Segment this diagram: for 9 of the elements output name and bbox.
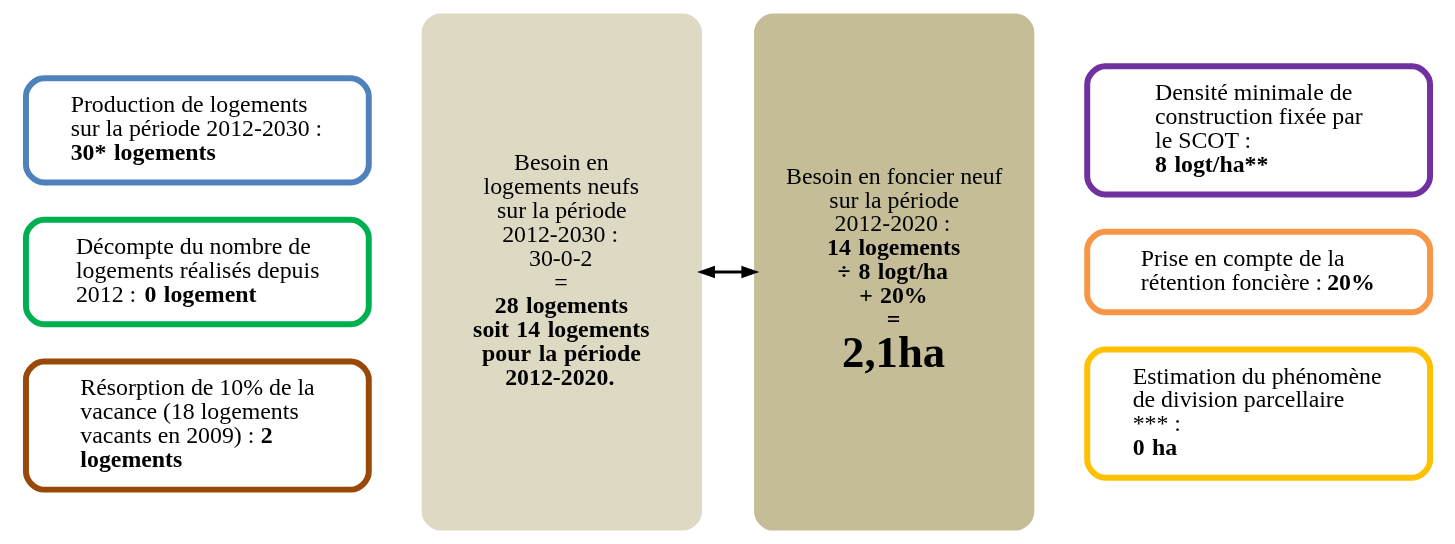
node-box: Besoin en foncier neuf sur la période 2012-2020 : 14 logements ÷ 8 logt/ha + 20% = 2,1ha [753, 13, 1034, 531]
node-box: Estimation du phénomène de division parcellaire *** : 0 ha [1083, 346, 1433, 481]
node-box: Prise en compte de la rétention foncière : 20% [1083, 228, 1433, 316]
node-box: Densité minimale de construction fixée par le SCOT : 8 logt/ha** [1083, 63, 1433, 198]
node-box: Production de logements sur la période 2012-2030 : 30* logements [22, 75, 372, 186]
node-box: Besoin en logements neufs sur la période 2012-2030 : 30-0-2 = 28 logements soit 14 logements pour la période 2012-2020. [421, 13, 702, 531]
arrow [696, 265, 759, 279]
node-box: Décompte du nombre de logements réalisés depuis 2012 : 0 logement [22, 216, 372, 328]
node-box: Résorption de 10% de la vacance (18 logements vacants en 2009) : 2 logements [22, 358, 372, 493]
